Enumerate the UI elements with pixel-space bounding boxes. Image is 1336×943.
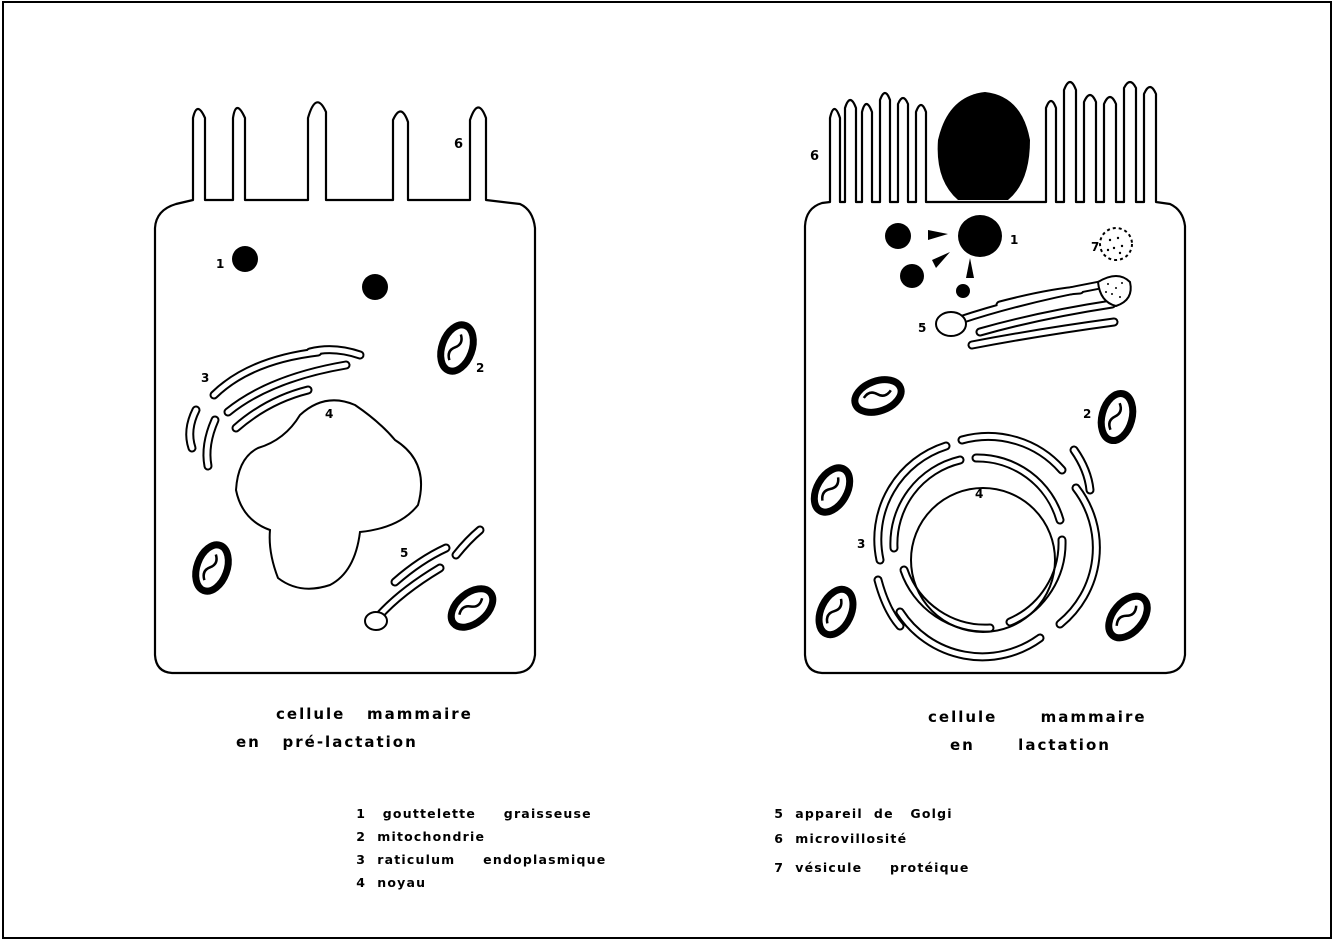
mitochondrion xyxy=(435,320,480,375)
nucleus-left xyxy=(236,400,421,588)
caption-left-line2: en pré-lactation xyxy=(236,733,418,751)
caption-right-line2: en lactation xyxy=(950,736,1111,754)
legend-item: 7 vésicule protéique xyxy=(752,849,970,887)
label-golgi-right: 5 xyxy=(918,321,926,335)
label-vesicle-right: 7 xyxy=(1091,240,1099,254)
label-villi-left: 6 xyxy=(454,137,463,152)
label-fat-right: 1 xyxy=(1010,233,1018,247)
legend-num: 7 xyxy=(774,860,784,875)
label-golgi-left: 5 xyxy=(400,546,408,560)
label-villi-right: 6 xyxy=(810,149,819,164)
label-mito-right: 2 xyxy=(1083,407,1091,421)
nucleus-right xyxy=(911,488,1055,632)
label-nucleus-right: 4 xyxy=(975,487,983,501)
fat-droplet xyxy=(958,215,1002,257)
mitochondrion xyxy=(850,374,905,419)
caption-right-line1: cellule mammaire xyxy=(928,708,1147,726)
page-border xyxy=(3,2,1331,938)
mitochondrion xyxy=(1101,589,1155,645)
secreting-fat-droplet xyxy=(938,92,1030,200)
er-right xyxy=(878,436,1097,656)
mitochondrion xyxy=(812,584,859,640)
mitochondria-right xyxy=(807,374,1155,645)
fat-droplet xyxy=(885,223,911,249)
protein-vesicle xyxy=(1100,228,1132,260)
label-nucleus-left: 4 xyxy=(325,407,333,421)
caption-left-line1: cellule mammaire xyxy=(276,705,473,723)
label-mito-left: 2 xyxy=(476,361,484,375)
fat-droplet xyxy=(956,284,970,298)
legend-num: 6 xyxy=(774,831,784,846)
legend-text: appareil de Golgi xyxy=(795,806,953,821)
mitochondrion xyxy=(190,540,235,595)
label-er-right: 3 xyxy=(857,537,865,551)
legend-text: microvillosité xyxy=(795,831,907,846)
fat-droplet xyxy=(900,264,924,288)
mitochondrion xyxy=(1096,390,1137,444)
legend-text: noyau xyxy=(377,875,426,890)
label-fat-left: 1 xyxy=(216,257,224,271)
legend-num: 5 xyxy=(774,806,784,821)
legend-text: vésicule protéique xyxy=(795,860,969,875)
legend-item: 4 noyau xyxy=(334,864,426,902)
fat-droplet xyxy=(232,246,258,272)
er-left xyxy=(190,350,360,466)
fat-droplet xyxy=(362,274,388,300)
golgi-left xyxy=(365,530,480,630)
legend-num: 4 xyxy=(356,875,366,890)
label-er-left: 3 xyxy=(201,371,209,385)
mitochondrion xyxy=(807,462,857,519)
mitochondrion xyxy=(444,581,500,635)
